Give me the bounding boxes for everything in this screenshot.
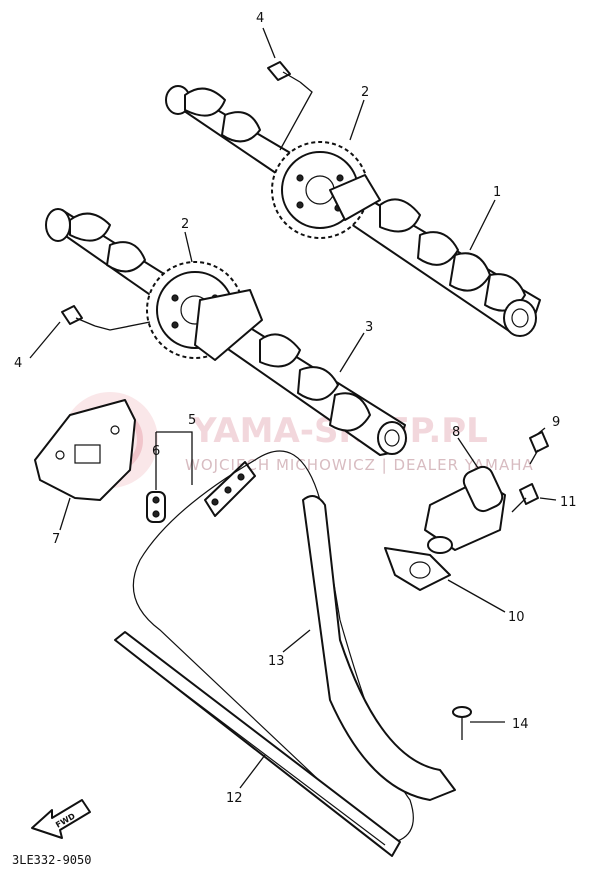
callout-10: 10 (508, 610, 525, 625)
callout-8: 8 (452, 425, 460, 440)
chain-guide-part-12 (114, 631, 401, 857)
guide-bolt-14 (452, 706, 472, 740)
camshaft-3 (45, 208, 407, 456)
callout-4-upper: 4 (256, 11, 264, 26)
callout-3: 3 (365, 320, 373, 335)
leader-lines (29, 27, 557, 789)
callout-6: 6 (152, 444, 160, 459)
tensioner-bolt-11 (511, 483, 539, 513)
camshaft-1 (165, 85, 541, 337)
callout-11: 11 (560, 495, 577, 510)
callout-14: 14 (512, 717, 529, 732)
timing-chain-path (132, 450, 414, 843)
chain-links-part-6 (146, 491, 166, 523)
cam-chain-tensioner-part-8 (424, 465, 506, 554)
callout-2-lower: 2 (181, 217, 189, 232)
fwd-arrow-icon: FWD (31, 799, 91, 839)
callout-4-lower: 4 (14, 356, 22, 371)
sprocket-bolt-lower (61, 305, 96, 327)
callout-12: 12 (226, 791, 243, 806)
callout-1: 1 (493, 185, 501, 200)
tensioner-bolt-9 (529, 431, 549, 465)
chain-tensioner-guide-part-13 (302, 495, 456, 801)
callout-numbers: 4 2 1 2 3 4 5 6 7 8 9 10 11 12 13 14 (14, 11, 577, 806)
diagram-code: 3LE332-9050 (12, 853, 91, 867)
chain-guide-part-7 (34, 399, 136, 501)
sprocket-bolt-upper (267, 61, 301, 83)
callout-9: 9 (552, 415, 560, 430)
callout-7: 7 (52, 532, 60, 547)
callout-2-upper: 2 (361, 85, 369, 100)
callout-13: 13 (268, 654, 285, 669)
tensioner-gasket-10 (384, 547, 451, 591)
watermark-subtitle: WOJCIECH MICHOWICZ | DEALER YAMAHA (185, 456, 534, 474)
callout-5: 5 (188, 413, 196, 428)
